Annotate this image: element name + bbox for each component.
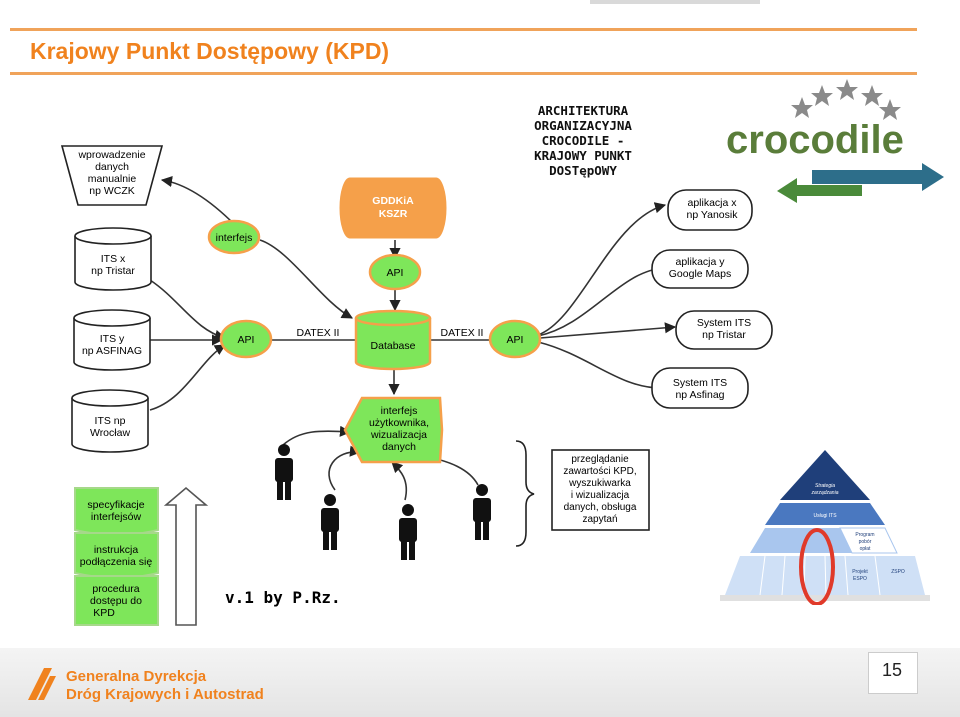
- svg-text:interfejsów: interfejsów: [91, 511, 142, 523]
- api-mid-node: API: [368, 253, 422, 291]
- svg-text:np ASFINAG: np ASFINAG: [82, 345, 142, 357]
- svg-text:ITS np: ITS np: [95, 415, 126, 427]
- svg-text:dostępu do: dostępu do: [90, 595, 142, 607]
- svg-text:ESPO: ESPO: [853, 576, 867, 582]
- its-y-database: ITS y np ASFINAG: [73, 309, 151, 371]
- svg-text:np Tristar: np Tristar: [91, 265, 135, 277]
- svg-text:danych, obsługa: danych, obsługa: [564, 502, 637, 513]
- svg-text:Projekt: Projekt: [852, 569, 868, 575]
- org-name: Generalna Dyrekcja Dróg Krajowych i Auto…: [66, 668, 264, 703]
- gddkia-logo-icon: [28, 668, 56, 700]
- person-icon: [275, 444, 293, 500]
- svg-text:np Yanosik: np Yanosik: [687, 209, 739, 221]
- svg-text:specyfikacje: specyfikacje: [87, 499, 144, 511]
- svg-text:System ITS: System ITS: [673, 377, 727, 389]
- svg-text:Database: Database: [371, 340, 416, 352]
- top-rule: [10, 28, 917, 31]
- datex-right-label: DATEX II: [441, 327, 484, 339]
- svg-text:GDDKiA: GDDKiA: [372, 195, 414, 207]
- svg-text:Usługi ITS: Usługi ITS: [813, 513, 837, 519]
- svg-text:użytkownika,: użytkownika,: [369, 417, 429, 429]
- brace-icon: [515, 440, 535, 547]
- svg-text:System ITS: System ITS: [697, 317, 751, 329]
- interfejs-node: interfejs: [207, 219, 261, 255]
- svg-text:API: API: [507, 334, 524, 346]
- svg-text:np Asfinag: np Asfinag: [675, 389, 724, 401]
- svg-text:ITS x: ITS x: [101, 253, 126, 265]
- manual-entry-node: wprowadzenie danych manualnie np WCZK: [60, 145, 164, 206]
- svg-text:wprowadzenie: wprowadzenie: [77, 149, 145, 161]
- svg-text:API: API: [238, 334, 255, 346]
- system-asfinag-node: System ITS np Asfinag: [651, 367, 749, 409]
- datex-left-label: DATEX II: [297, 327, 340, 339]
- svg-text:Program: Program: [855, 532, 874, 538]
- person-icon: [321, 494, 339, 550]
- svg-text:podłączenia się: podłączenia się: [80, 556, 153, 568]
- svg-text:API: API: [387, 267, 404, 279]
- svg-text:opłat: opłat: [860, 546, 871, 552]
- crocodile-wordmark: crocodile: [726, 118, 904, 162]
- api-left-node: API: [219, 319, 273, 359]
- svg-text:ITS y: ITS y: [100, 333, 125, 345]
- database-node: Database: [354, 309, 432, 371]
- svg-text:Google Maps: Google Maps: [669, 268, 731, 280]
- app-x-node: aplikacja x np Yanosik: [667, 189, 753, 231]
- svg-text:Strategia: Strategia: [815, 483, 835, 489]
- api-right-node: API: [488, 319, 542, 359]
- its-x-database: ITS x np Tristar: [74, 227, 152, 291]
- svg-text:i wizualizacja: i wizualizacja: [571, 490, 630, 501]
- system-tristar-node: System ITS np Tristar: [675, 310, 773, 350]
- top-bar: [590, 0, 760, 4]
- svg-text:procedura: procedura: [92, 583, 139, 595]
- arrow-left-icon: [777, 178, 862, 203]
- arrow-right-icon: [812, 163, 944, 191]
- person-icon: [473, 484, 491, 540]
- gddkia-node: GDDKiA KSZR: [339, 177, 447, 239]
- svg-text:interfejs: interfejs: [216, 232, 253, 244]
- pyramid-diagram: Strategia zarządzania Usługi ITS Program…: [720, 450, 930, 605]
- svg-text:interfejs: interfejs: [381, 405, 418, 417]
- doc-stack: specyfikacje interfejsów instrukcja podł…: [74, 487, 159, 626]
- svg-text:Wrocław: Wrocław: [90, 427, 130, 439]
- architecture-title: ARCHITEKTURA ORGANIZACYJNA CROCODILE - K…: [534, 103, 632, 178]
- crocodile-logo: crocodile: [726, 79, 944, 203]
- svg-text:manualnie: manualnie: [88, 173, 137, 185]
- svg-text:przeglądanie: przeglądanie: [571, 454, 629, 465]
- svg-text:zawartości KPD,: zawartości KPD,: [563, 466, 636, 477]
- stars-icon: [791, 79, 901, 120]
- svg-text:np Tristar: np Tristar: [702, 329, 746, 341]
- svg-text:zapytań: zapytań: [582, 514, 617, 525]
- person-icon: [399, 504, 417, 560]
- svg-text:wizualizacja: wizualizacja: [370, 429, 427, 441]
- title-rule: [10, 72, 917, 75]
- svg-text:pobór: pobór: [859, 539, 872, 545]
- highlight-oval: [799, 528, 835, 605]
- svg-text:KSZR: KSZR: [379, 208, 408, 220]
- svg-text:ZSPO: ZSPO: [891, 569, 905, 575]
- svg-text:instrukcja: instrukcja: [94, 544, 139, 556]
- version-label: v.1 by P.Rz.: [225, 588, 341, 607]
- svg-text:np WCZK: np WCZK: [89, 185, 135, 197]
- its-np-database: ITS np Wrocław: [71, 389, 149, 453]
- up-arrow-icon: [163, 486, 209, 626]
- svg-text:danych: danych: [95, 161, 129, 173]
- svg-text:wyszukiwarka: wyszukiwarka: [568, 478, 631, 489]
- page-number-box: [868, 652, 918, 694]
- browse-box: przeglądanie zawartości KPD, wyszukiwark…: [551, 449, 650, 531]
- svg-text:KPD: KPD: [93, 607, 115, 619]
- app-y-node: aplikacja y Google Maps: [651, 249, 749, 289]
- svg-text:zarządzania: zarządzania: [811, 490, 839, 496]
- svg-text:aplikacja y: aplikacja y: [675, 256, 725, 268]
- page-title: Krajowy Punkt Dostępowy (KPD): [30, 38, 390, 64]
- page-number: 15: [881, 660, 903, 680]
- svg-text:danych: danych: [382, 441, 416, 453]
- svg-text:aplikacja x: aplikacja x: [687, 197, 737, 209]
- user-interface-node: interfejs użytkownika, wizualizacja dany…: [343, 396, 444, 464]
- footer: [0, 648, 960, 717]
